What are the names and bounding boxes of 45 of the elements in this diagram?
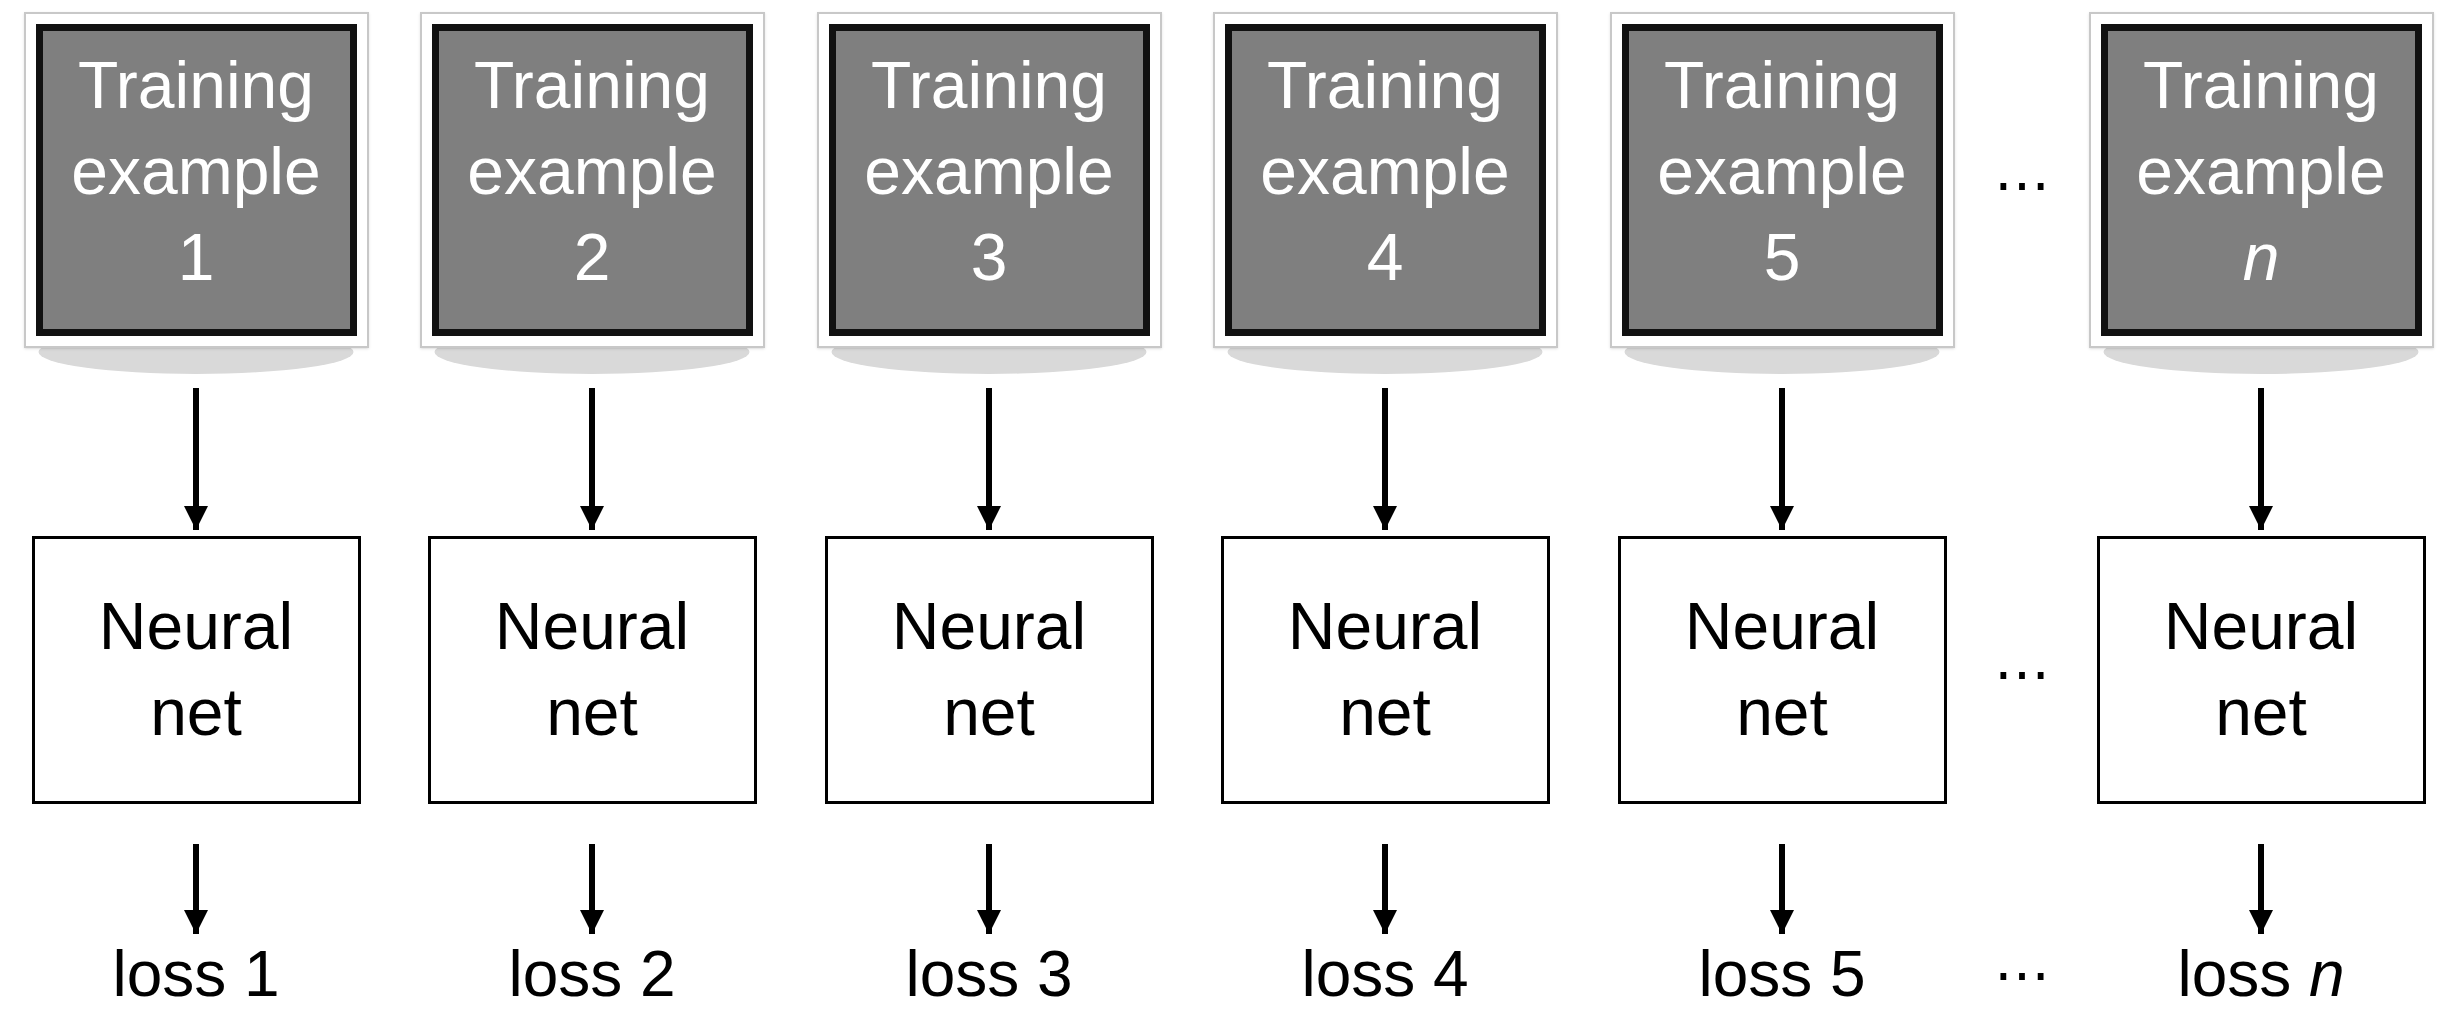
card-text: Training example 5 bbox=[1656, 47, 1908, 296]
card-text: Training example 4 bbox=[1259, 47, 1511, 296]
training-example-card bbox=[1609, 12, 1955, 348]
loss-text: loss 4 bbox=[1220, 940, 1550, 1008]
arrow bbox=[184, 844, 208, 934]
training-example-card bbox=[1212, 12, 1558, 348]
loss-text: loss 2 bbox=[427, 940, 757, 1008]
process-box bbox=[824, 536, 1154, 804]
ellipsis: ⋯ bbox=[1994, 646, 2050, 702]
training-example-card bbox=[23, 12, 369, 348]
training-example-card bbox=[2088, 12, 2434, 348]
arrow bbox=[2249, 388, 2273, 530]
card-text: Training example n bbox=[2135, 47, 2387, 296]
arrow bbox=[977, 844, 1001, 934]
box-text: Neural net bbox=[2162, 588, 2360, 751]
box-text: Neural net bbox=[1286, 588, 1484, 751]
loss-text: loss 5 bbox=[1617, 940, 1947, 1008]
ellipsis: ⋯ bbox=[1994, 157, 2050, 213]
card-text: Training example 1 bbox=[70, 47, 322, 296]
arrow bbox=[1770, 844, 1794, 934]
process-box bbox=[427, 536, 757, 804]
process-box bbox=[1617, 536, 1947, 804]
training-example-card bbox=[419, 12, 765, 348]
training-example-card bbox=[816, 12, 1162, 348]
arrow bbox=[2249, 844, 2273, 934]
box-text: Neural net bbox=[890, 588, 1088, 751]
arrow bbox=[1373, 388, 1397, 530]
process-box bbox=[2096, 536, 2426, 804]
loss-text: loss 1 bbox=[31, 940, 361, 1008]
ellipsis: ⋯ bbox=[1994, 947, 2050, 1003]
loss-text: loss n bbox=[2096, 940, 2426, 1008]
card-text: Training example 2 bbox=[466, 47, 718, 296]
arrow bbox=[580, 388, 604, 530]
arrow bbox=[977, 388, 1001, 530]
box-text: Neural net bbox=[493, 588, 691, 751]
arrow bbox=[184, 388, 208, 530]
loss-text: loss 3 bbox=[824, 940, 1154, 1008]
arrow bbox=[1770, 388, 1794, 530]
box-text: Neural net bbox=[1683, 588, 1881, 751]
process-box bbox=[31, 536, 361, 804]
process-box bbox=[1220, 536, 1550, 804]
box-text: Neural net bbox=[97, 588, 295, 751]
arrow bbox=[580, 844, 604, 934]
arrow bbox=[1373, 844, 1397, 934]
card-text: Training example 3 bbox=[863, 47, 1115, 296]
